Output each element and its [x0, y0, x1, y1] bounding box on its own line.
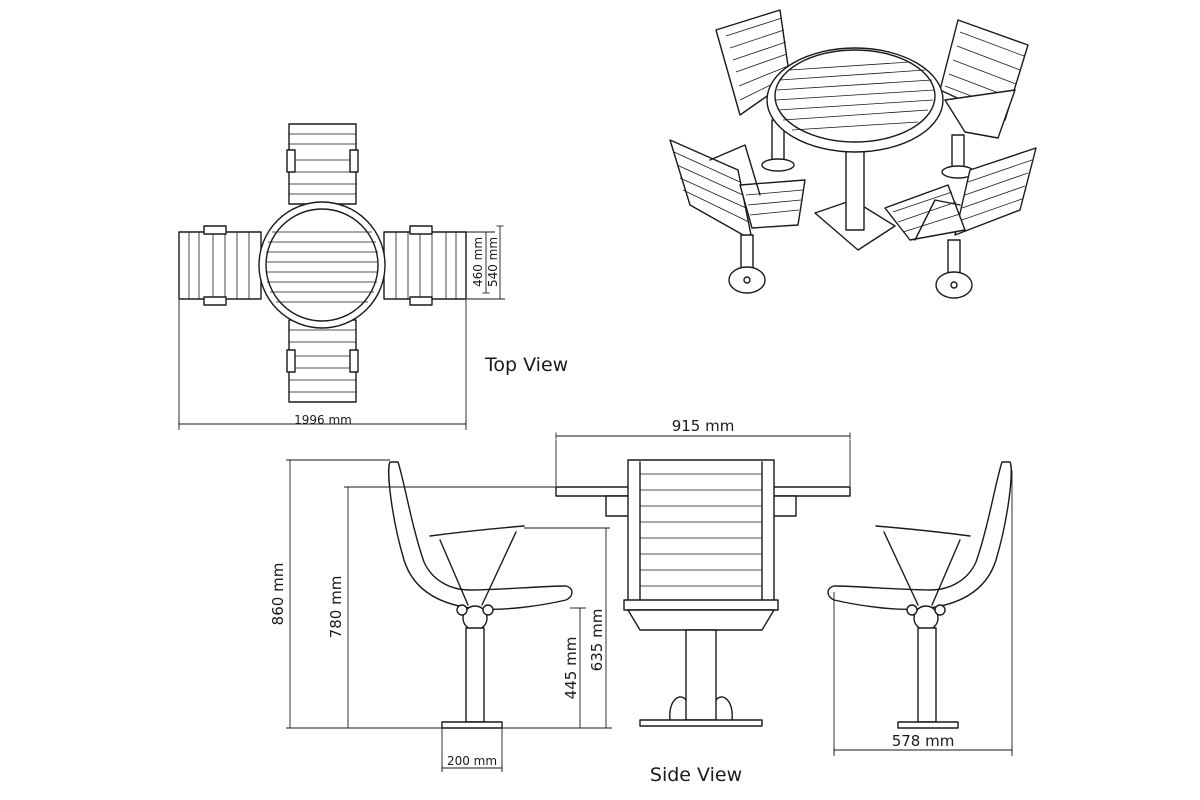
side-view-table: [555, 459, 851, 727]
top-view-label: Top View: [484, 354, 568, 376]
top-view-chair-south: [286, 319, 359, 403]
dim-base-width: 200 mm: [447, 754, 497, 768]
top-view-chair-north: [286, 123, 359, 205]
dim-seat-depth: 460 mm: [471, 237, 485, 287]
top-view-chair-east: [383, 225, 467, 306]
side-view-dimensions: [286, 432, 1013, 772]
perspective-chair-front-right: [884, 147, 1037, 299]
side-view-drawing: 915 mm 860 mm 780 mm 445 mm 635 mm 200 m…: [269, 417, 1013, 786]
perspective-table-top: [766, 47, 944, 153]
dim-arm-height: 635 mm: [588, 609, 606, 672]
dim-table-height: 780 mm: [327, 576, 345, 639]
table-pedestal: [845, 149, 865, 231]
top-view-chair-west: [178, 225, 262, 306]
dim-overall-width: 1996 mm: [294, 413, 352, 427]
top-view-table: [258, 201, 386, 329]
dim-arm-depth: 540 mm: [486, 237, 500, 287]
dim-chair-height: 860 mm: [269, 563, 287, 626]
side-view-label: Side View: [650, 764, 742, 786]
perspective-chair-back-right: [939, 19, 1029, 179]
perspective-view-drawing: [669, 9, 1037, 299]
top-view-dimensions: [178, 225, 505, 430]
dim-table-width: 915 mm: [672, 417, 735, 435]
side-view-chair-right: [827, 461, 1012, 729]
perspective-chair-front-left: [669, 139, 806, 294]
dim-chair-depth: 578 mm: [892, 732, 955, 750]
side-view-chair-left: [388, 461, 573, 729]
dim-seat-height: 445 mm: [562, 637, 580, 700]
top-view-drawing: 1996 mm 460 mm 540 mm Top View: [178, 123, 568, 430]
